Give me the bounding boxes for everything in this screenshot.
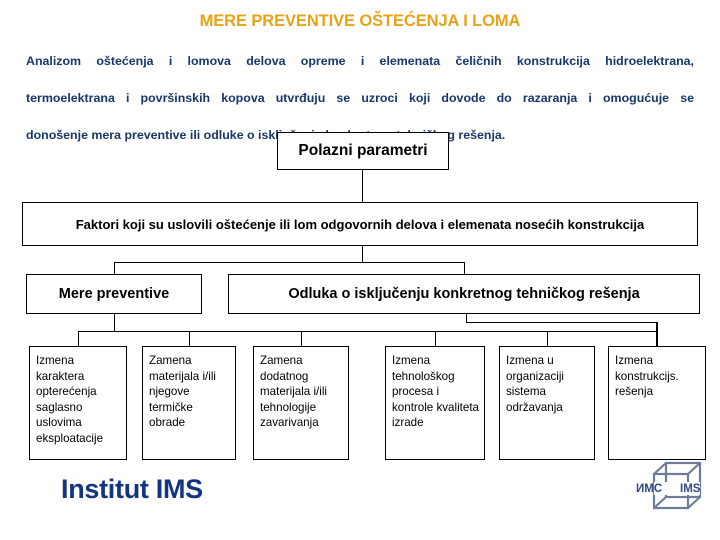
diagram-leaf-4-label: Izmena tehnološkog procesa i kontrole kv… [392,354,479,430]
connector-leaf-drop-2 [189,331,190,346]
connector-root-to-factors [362,170,363,202]
diagram-leaf-5-label: Izmena u organizaciji sistema održavanja [506,354,564,414]
cube-logo-right-text: IMS [680,483,701,495]
diagram-leaf-1-label: Izmena karaktera opterećenja saglasno us… [36,354,104,445]
diagram-leaf-4[interactable]: Izmena tehnološkog procesa i kontrole kv… [385,346,485,460]
connector-leaf-drop-1 [78,331,79,346]
diagram-leaf-5[interactable]: Izmena u organizaciji sistema održavanja [499,346,595,460]
connector-factors-stem [362,246,363,262]
cube-icon: ИМС IMS [636,461,702,510]
intro-line-1: Analizom oštećenja i lomova delova oprem… [26,54,694,68]
diagram-leaf-2-label: Zamena materijala i/ili njegove termičke… [149,354,217,430]
connector-to-decision [464,262,465,274]
diagram-node-decision[interactable]: Odluka o isključenju konkretnog tehničko… [228,274,700,314]
connector-decision-drop-bus [466,322,657,323]
diagram-node-factors-label: Faktori koji su uslovili oštećenje ili l… [75,216,645,232]
diagram-node-measures-label: Mere preventive [58,286,170,302]
intro-paragraph: Analizom oštećenja i lomova delova oprem… [26,52,694,145]
diagram-node-measures[interactable]: Mere preventive [26,274,202,314]
diagram-leaf-2[interactable]: Zamena materijala i/ili njegove termičke… [142,346,236,460]
connector-leaf-drop-4 [435,331,436,346]
diagram-leaf-6-label: Izmena konstrukcijs. rešenja [615,354,679,399]
institut-ims-cube-logo: ИМС IMS [634,458,710,516]
diagram-node-root[interactable]: Polazni parametri [277,132,449,170]
diagram-node-factors[interactable]: Faktori koji su uslovili oštećenje ili l… [22,202,698,246]
institute-brand-text: Institut IMS [61,474,203,504]
connector-leaf-drop-5 [547,331,548,346]
connector-decision-stem [466,314,467,322]
connector-leaf-bus-left [78,331,303,332]
connector-leaf-bus-right [303,331,657,332]
cube-logo-left-text: ИМС [636,483,662,495]
connector-leaf-drop-3 [301,331,302,346]
diagram-leaf-3[interactable]: Zamena dodatnog materijala i/ili tehnolo… [253,346,349,460]
diagram-leaf-1[interactable]: Izmena karaktera opterećenja saglasno us… [29,346,127,460]
connector-factors-bus [114,262,464,263]
slide-title-band: MERE PREVENTIVE OŠTEĆENJA I LOMA [0,12,720,31]
intro-line-2: termoelektrana i površinskih kopova utvr… [26,91,694,105]
diagram-leaf-3-label: Zamena dodatnog materijala i/ili tehnolo… [260,354,328,430]
connector-measures-stem [114,314,115,331]
diagram-node-root-label: Polazni parametri [298,142,428,159]
page-title: MERE PREVENTIVE OŠTEĆENJA I LOMA [199,12,521,30]
connector-decision-right-drop [656,322,658,346]
diagram-node-decision-label: Odluka o isključenju konkretnog tehničko… [288,286,640,302]
diagram-leaf-6[interactable]: Izmena konstrukcijs. rešenja [608,346,706,460]
connector-to-measures [114,262,115,274]
